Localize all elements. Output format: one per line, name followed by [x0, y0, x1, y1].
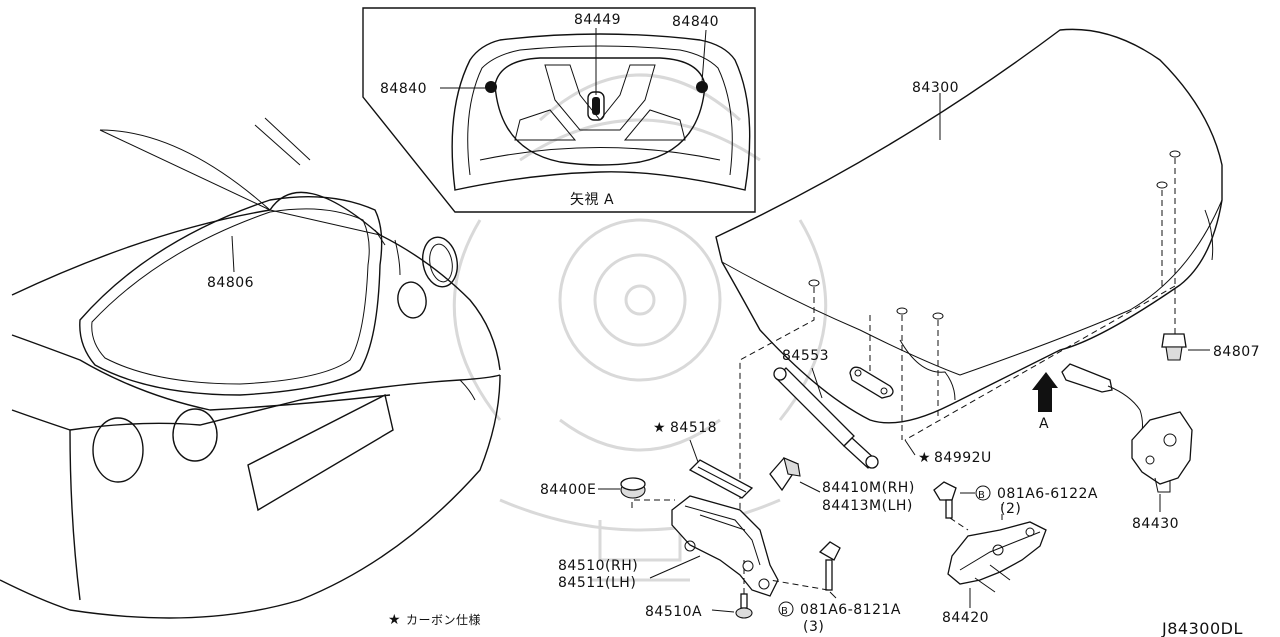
plate-84518: ★ 84518	[653, 420, 754, 499]
legend-carbon-spec: カーボン仕様	[406, 613, 481, 627]
bolt-marker-b: B	[978, 490, 985, 501]
label-84510: 84510(RH)	[558, 558, 638, 574]
bracket-84992U: ★ 84992U	[849, 366, 992, 466]
bolt-84510A: 84510A	[645, 560, 753, 620]
star-icon: ★	[388, 612, 401, 628]
rubber-plug-left	[485, 81, 497, 93]
lock-84420: 84420	[942, 500, 1047, 626]
gas-stay-84553: 84553	[773, 348, 879, 469]
label-84449: 84449	[574, 12, 621, 28]
latch-84430: 84430	[1061, 363, 1193, 532]
diagram-code: J84300DL	[1161, 619, 1243, 637]
label-84553: 84553	[782, 348, 829, 364]
label-84806: 84806	[207, 275, 254, 291]
label-84420: 84420	[942, 610, 989, 626]
bolt-081A6-8121A: B 081A6-8121A (3)	[769, 541, 901, 635]
view-arrow-label: A	[1039, 416, 1049, 432]
label-qty-2: (2)	[1000, 501, 1021, 517]
label-qty-3: (3)	[803, 619, 824, 635]
bolt-marker-b: B	[781, 606, 788, 617]
label-84510A: 84510A	[645, 604, 702, 620]
trunk-lid: 84300	[715, 28, 1223, 530]
label-84518: 84518	[670, 420, 717, 436]
bolt-081A6-6122A: B 081A6-6122A (2)	[933, 481, 1098, 531]
label-84840-right: 84840	[672, 14, 719, 30]
leader-84806	[231, 235, 235, 273]
view-arrow-icon: A	[1032, 372, 1058, 432]
circled-b-icon	[975, 485, 991, 501]
label-84992U: 84992U	[934, 450, 992, 466]
label-84430: 84430	[1132, 516, 1179, 532]
clip-84410M: 84410M(RH) 84413M(LH)	[769, 457, 915, 514]
bumper-84807: 84807	[1161, 333, 1260, 361]
car-body-outline	[0, 117, 501, 619]
label-081A6-8121A: 081A6-8121A	[800, 602, 901, 618]
view-a-caption: 矢視 A	[570, 192, 614, 208]
star-icon: ★	[653, 420, 666, 436]
watermark-emblem	[452, 73, 828, 582]
label-84300: 84300	[912, 80, 959, 96]
label-84840-left: 84840	[380, 81, 427, 97]
label-84413M: 84413M(LH)	[822, 498, 913, 514]
rubber-plug-right	[696, 81, 708, 93]
hinge-84510: 84510(RH) 84511(LH)	[558, 495, 779, 597]
view-a-inset: 84449 84840 84840 矢視 A	[362, 7, 756, 213]
label-081A6-6122A: 081A6-6122A	[997, 486, 1098, 502]
label-84410M: 84410M(RH)	[822, 480, 915, 496]
star-icon: ★	[918, 450, 931, 466]
circled-b-icon	[778, 601, 794, 617]
label-84400E: 84400E	[540, 482, 596, 498]
label-84807: 84807	[1213, 344, 1260, 360]
cap-84400E: 84400E	[540, 477, 675, 508]
label-84511: 84511(LH)	[558, 575, 636, 591]
